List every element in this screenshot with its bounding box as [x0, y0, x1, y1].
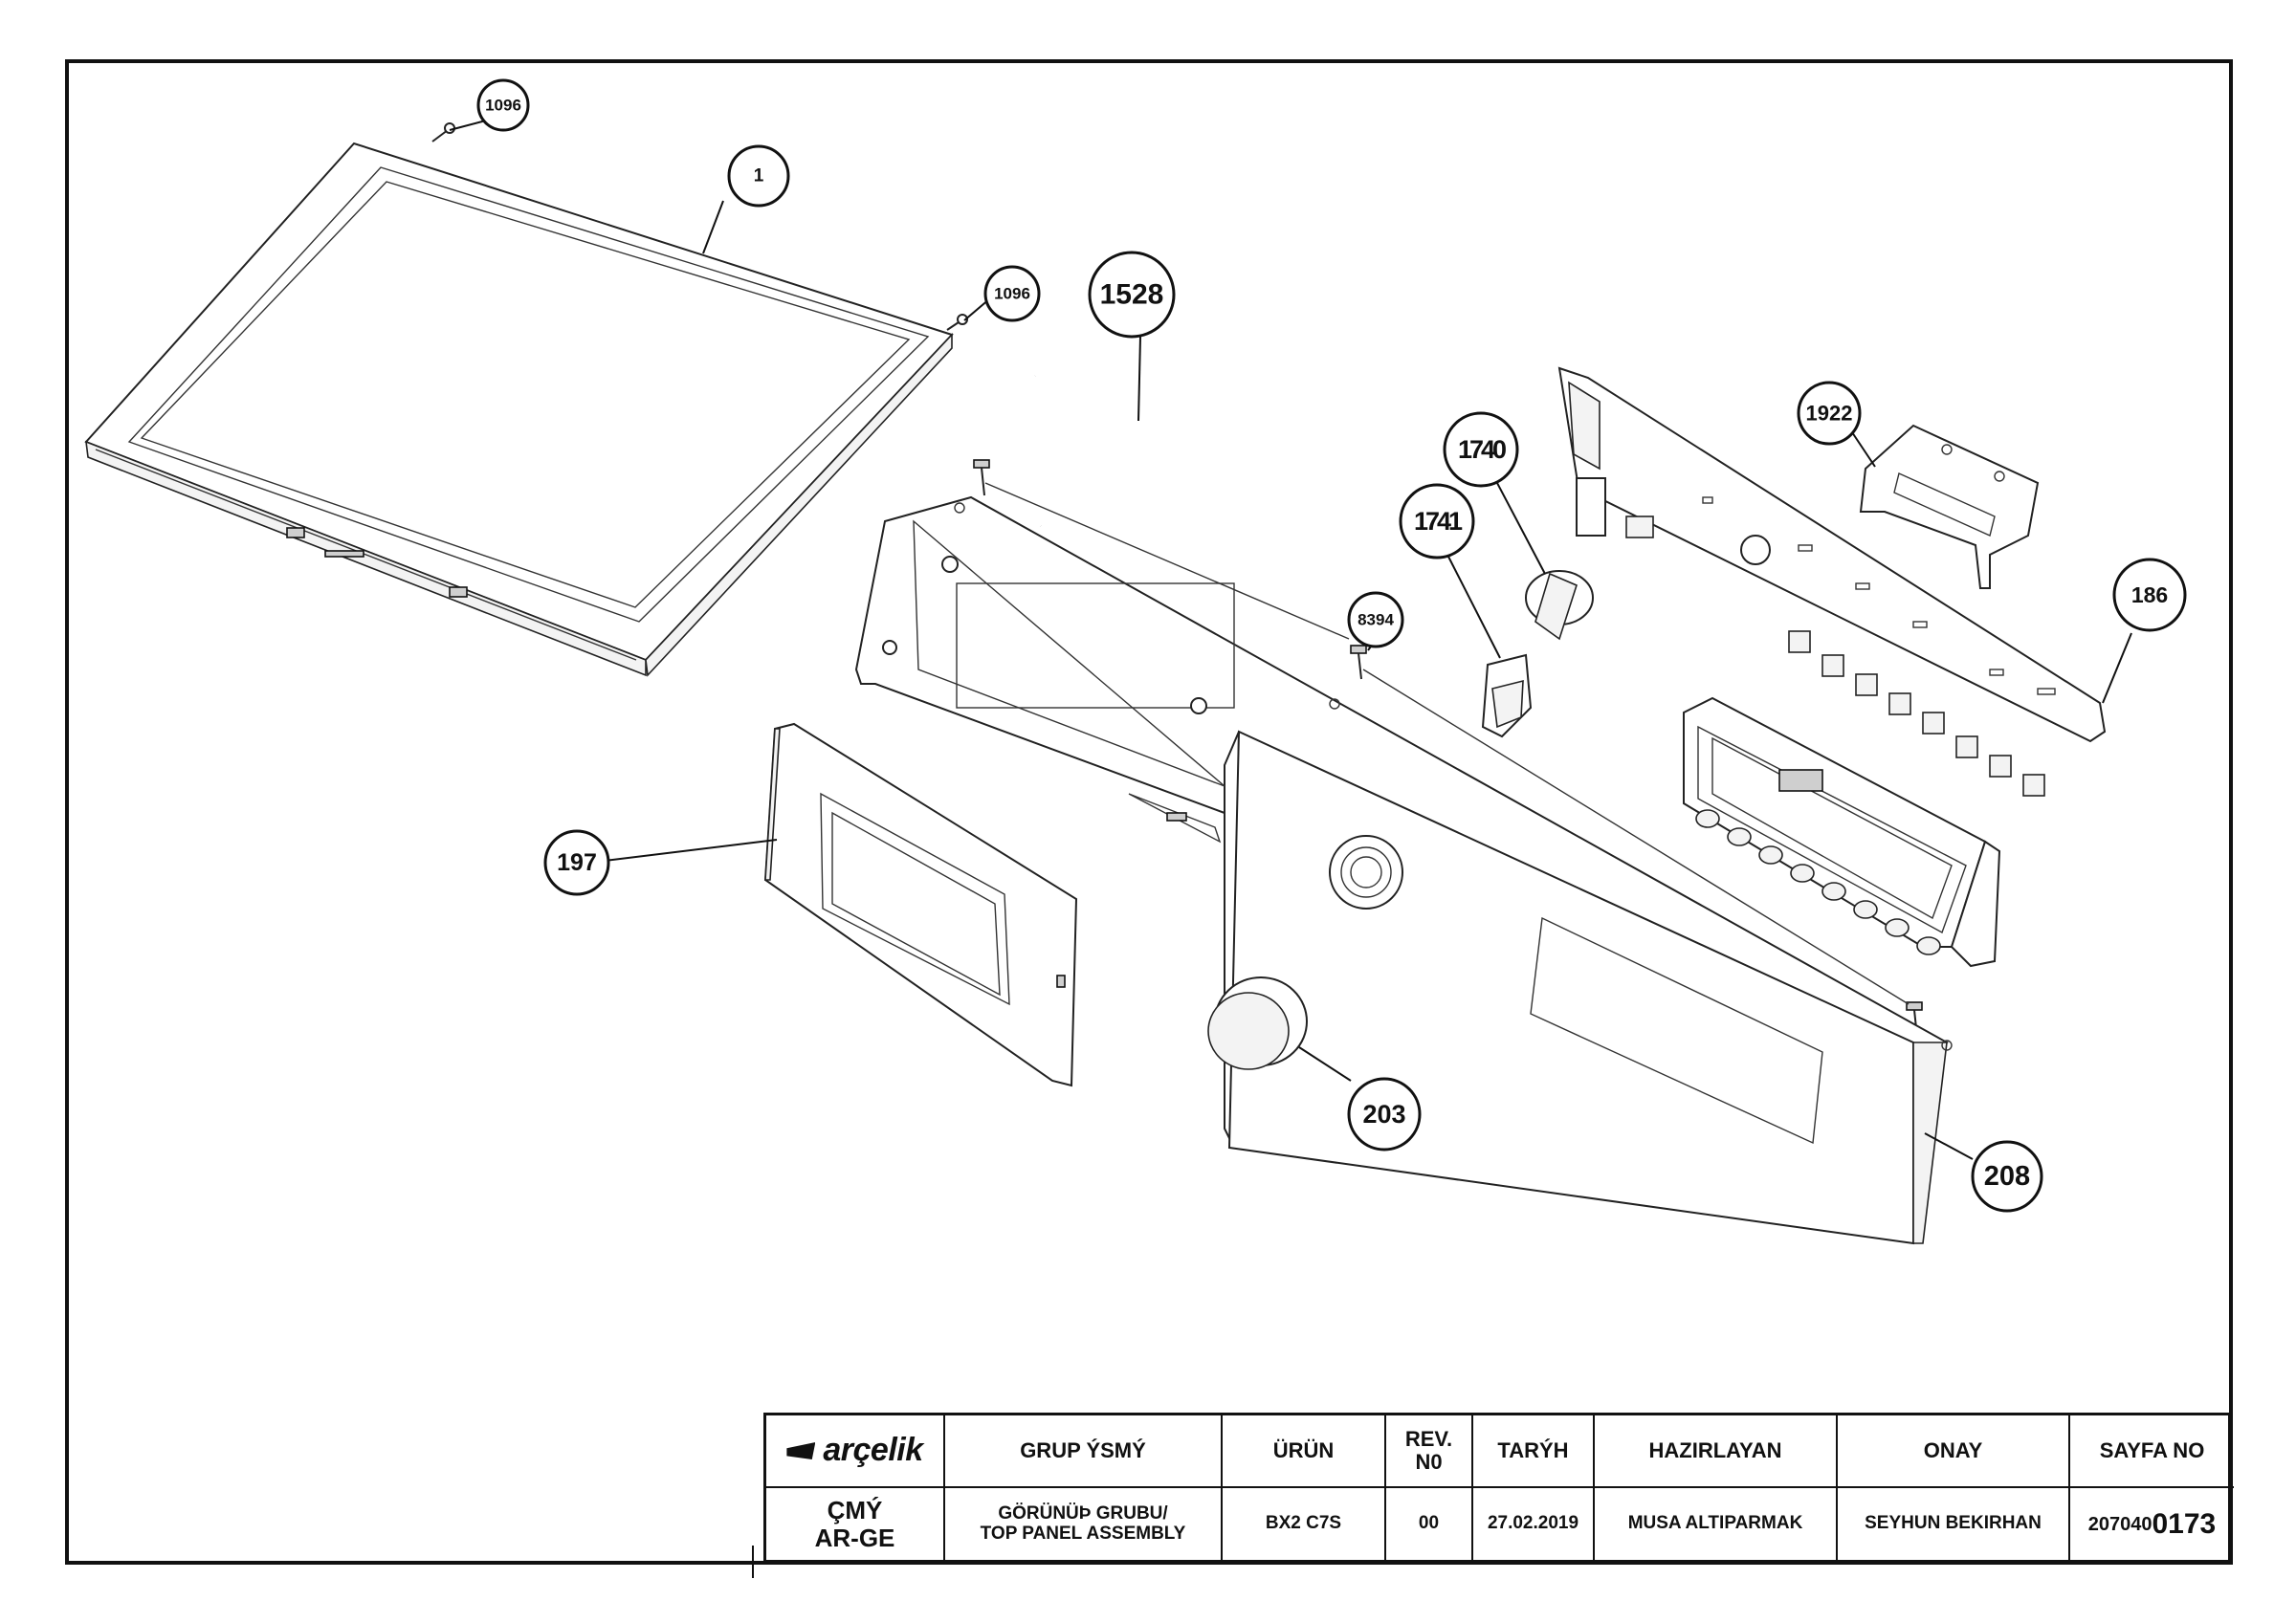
brand-cell: arçelik: [766, 1415, 945, 1488]
header-approval: ONAY: [1838, 1415, 2070, 1488]
svg-text:1740: 1740: [1458, 435, 1506, 464]
brand-mark-icon: [786, 1441, 816, 1459]
part-knob-adaptor: [1525, 570, 1594, 641]
header-revision-line1: REV.: [1404, 1426, 1453, 1451]
prepared-by-value: MUSA ALTIPARMAK: [1595, 1488, 1838, 1560]
callout-208: 208: [1971, 1140, 2043, 1213]
group-name-line1: GÖRÜNÜÞ GRUBU/: [998, 1502, 1168, 1524]
department-line2: AR-GE: [814, 1523, 895, 1552]
product-value: BX2 C7S: [1223, 1488, 1386, 1560]
svg-text:1: 1: [754, 166, 764, 186]
brand-logo: arçelik: [786, 1432, 923, 1469]
header-page-no: SAYFA NO: [2070, 1415, 2234, 1488]
svg-text:1741: 1741: [1414, 507, 1463, 536]
part-screw-left: [973, 459, 990, 496]
part-hinge-pin-top: [431, 122, 455, 143]
callout-1: 1: [727, 144, 790, 208]
part-hinge-pin-right: [946, 314, 968, 331]
header-product: ÜRÜN: [1223, 1415, 1386, 1488]
page-no-prefix: 207040: [2087, 1513, 2152, 1535]
callout-203: 203: [1347, 1077, 1422, 1151]
svg-text:1096: 1096: [485, 97, 521, 115]
group-name-line2: TOP PANEL ASSEMBLY: [980, 1523, 1186, 1544]
callout-1528: 1528: [1088, 251, 1176, 339]
svg-text:1922: 1922: [1806, 402, 1853, 426]
svg-text:1528: 1528: [1100, 279, 1164, 311]
callout-1741: 1741: [1399, 483, 1475, 559]
part-screw-8394: [1350, 645, 1367, 680]
department-cell: ÇMÝ AR-GE: [766, 1488, 945, 1560]
drawing-frame: [65, 59, 2233, 1565]
svg-text:8394: 8394: [1358, 611, 1394, 629]
svg-text:186: 186: [2131, 582, 2168, 607]
svg-text:197: 197: [557, 849, 597, 876]
callout-1740: 1740: [1443, 411, 1519, 488]
carrier-buttons: [1695, 809, 1941, 955]
svg-text:203: 203: [1362, 1100, 1405, 1129]
leader-lines: [449, 120, 2132, 1160]
part-detergent-drawer: [763, 722, 1078, 1087]
callout-1096-right: 1096: [983, 265, 1041, 322]
alignment-line-right: [1362, 669, 1910, 1005]
page-no-suffix: 0173: [2152, 1508, 2217, 1540]
callout-197: 197: [543, 829, 610, 896]
callout-1096-top: 1096: [476, 78, 530, 132]
header-revision: REV. N0: [1386, 1415, 1473, 1488]
part-top-lid: [84, 142, 954, 677]
part-display-carrier: [1683, 696, 2001, 968]
callout-8394: 8394: [1347, 591, 1404, 648]
revision-value: 00: [1386, 1488, 1473, 1560]
part-program-knob: [1207, 976, 1308, 1070]
part-electronic-board: [1557, 366, 2107, 797]
group-name-value: GÖRÜNÜÞ GRUBU/ TOP PANEL ASSEMBLY: [945, 1488, 1223, 1560]
date-value: 27.02.2019: [1473, 1488, 1595, 1560]
header-revision-line2: N0: [1415, 1450, 1443, 1474]
brand-wordmark: arçelik: [823, 1432, 923, 1469]
part-knob-shaft: [1481, 653, 1533, 738]
approval-value: SEYHUN BEKIRHAN: [1838, 1488, 2070, 1560]
title-block: arçelik GRUP ÝSMÝ ÜRÜN REV. N0 TARÝH HAZ…: [763, 1413, 2234, 1563]
board-tactile-buttons: [1788, 630, 2045, 797]
header-prepared-by: HAZIRLAYAN: [1595, 1415, 1838, 1488]
svg-text:208: 208: [1984, 1161, 2030, 1192]
board-components: [1702, 496, 2056, 695]
svg-text:1096: 1096: [994, 285, 1030, 303]
header-date: TARÝH: [1473, 1415, 1595, 1488]
part-board-bracket: [1859, 424, 2040, 589]
part-wire-bracket: [1031, 375, 1171, 564]
alignment-line-left: [984, 482, 1350, 640]
department-line1: ÇMÝ: [827, 1495, 883, 1524]
callout-186: 186: [2112, 558, 2187, 632]
callout-1922: 1922: [1797, 381, 1862, 446]
header-group-name: GRUP ÝSMÝ: [945, 1415, 1223, 1488]
